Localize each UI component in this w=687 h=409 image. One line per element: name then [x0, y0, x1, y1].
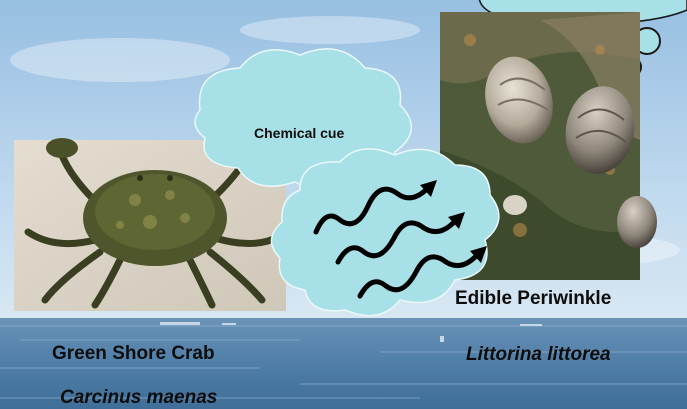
periwinkle-common-name: Edible Periwinkle: [455, 288, 611, 310]
crab-scientific-name: Carcinus maenas: [60, 387, 217, 409]
periwinkle-scientific-name: Littorina littorea: [466, 344, 611, 366]
crab-common-name: Green Shore Crab: [52, 343, 215, 365]
chemical-cue-label: Chemical cue: [254, 125, 344, 141]
